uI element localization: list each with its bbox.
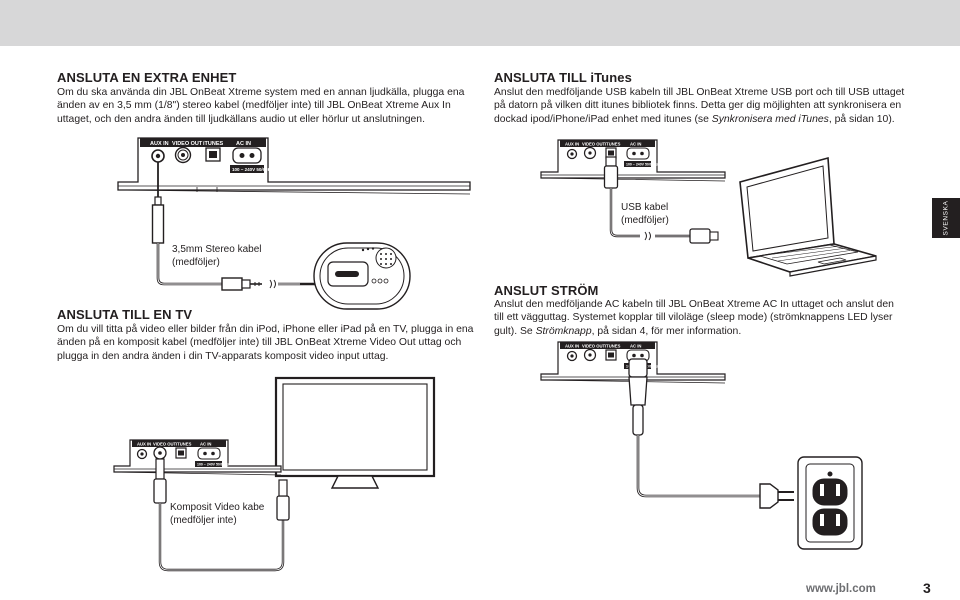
port-label-itunes: iTUNES [203, 141, 224, 147]
ac-power-cable [628, 358, 794, 509]
body-itunes-main: Anslut den medföljande USB kabeln till J… [494, 87, 905, 125]
body-itunes-end: , på sidan 10). [828, 113, 895, 125]
language-tab: SVENSKA [932, 198, 960, 238]
body-power: Anslut den medföljande AC kabeln till JB… [494, 298, 906, 338]
port-rating-2: 100 ~ 240V 50/60Hz [626, 163, 658, 167]
heading-itunes: ANSLUTA TILL iTunes [494, 70, 632, 85]
language-tab-label: SVENSKA [942, 200, 950, 236]
port-label-aux-4: AUX IN [565, 344, 579, 349]
port-label-video-3: VIDEO OUT [153, 442, 176, 447]
port-label-ac: AC IN [236, 141, 251, 147]
page-number: 3 [923, 580, 931, 596]
label-stereo-cable-line1: 3,5mm Stereo kabel [172, 244, 262, 255]
port-label-itunes-3: iTUNES [176, 442, 192, 447]
usb-cable [603, 156, 719, 244]
label-video-cable-line2: (medföljer inte) [170, 514, 237, 526]
label-usb-cable-line2: (medföljer) [621, 214, 669, 226]
body-itunes-italic: Synkronisera med iTunes [711, 113, 829, 125]
port-rating-3: 100 ~ 240V 50/60Hz [197, 463, 229, 467]
port-label-ac-4: AC IN [630, 344, 641, 349]
portable-audio-device [313, 242, 411, 310]
port-label-aux-2: AUX IN [565, 142, 579, 147]
port-label-aux: AUX IN [150, 141, 169, 147]
body-extra-device: Om du ska använda din JBL OnBeat Xtreme … [57, 87, 465, 125]
label-usb-cable-line1: USB kabel [621, 202, 669, 213]
speaker-panel-aux: AUX IN VIDEO OUT iTUNES AC IN 100 ~ 240V… [117, 137, 471, 195]
port-label-itunes-2: iTUNES [605, 142, 621, 147]
body-tv: Om du vill titta på video eller bilder f… [57, 324, 474, 362]
port-label-video-2: VIDEO OUT [582, 142, 605, 147]
port-label-itunes-4: iTUNES [605, 344, 621, 349]
composite-video-cable [153, 458, 290, 572]
port-label-ac-2: AC IN [630, 142, 641, 147]
television [274, 376, 436, 489]
label-stereo-cable-line2: (medföljer) [172, 256, 220, 268]
body-itunes: Anslut den medföljande USB kabeln till J… [494, 86, 910, 126]
label-video-cable-line1: Komposit Video kabe [170, 502, 265, 513]
heading-itunes-brand: iTunes [590, 70, 632, 85]
top-bar [0, 0, 960, 46]
port-label-video: VIDEO OUT [172, 141, 203, 147]
body-power-end: , på sidan 4, för mer information. [591, 325, 742, 337]
heading-itunes-prefix: ANSLUTA TILL [494, 70, 591, 85]
footer-url[interactable]: www.jbl.com [806, 583, 876, 595]
heading-extra-device: ANSLUTA EN EXTRA ENHET [57, 70, 237, 85]
label-usb-cable: USB kabel (medföljer) [621, 202, 669, 227]
heading-tv: ANSLUTA TILL EN TV [57, 307, 193, 322]
port-label-ac-3: AC IN [200, 442, 211, 447]
label-stereo-cable: 3,5mm Stereo kabel (medföljer) [172, 244, 262, 269]
heading-power: ANSLUT STRÖM [494, 283, 599, 298]
wall-outlet [797, 456, 863, 550]
speaker-panel-usb: AUX IN VIDEO OUT iTUNES AC IN 100 ~ 240V… [540, 139, 726, 182]
body-power-italic: Strömknapp [535, 325, 592, 337]
label-video-cable: Komposit Video kabe (medföljer inte) [170, 502, 265, 527]
laptop-computer [739, 156, 877, 277]
port-label-video-4: VIDEO OUT [582, 344, 605, 349]
body-power-main: Anslut den medföljande AC kabeln till JB… [494, 299, 894, 337]
speaker-panel-video: AUX IN VIDEO OUT iTUNES AC IN 100 ~ 240V… [113, 439, 282, 476]
port-rating: 100 ~ 240V 50/60Hz [232, 167, 274, 172]
port-label-aux-3: AUX IN [137, 442, 151, 447]
